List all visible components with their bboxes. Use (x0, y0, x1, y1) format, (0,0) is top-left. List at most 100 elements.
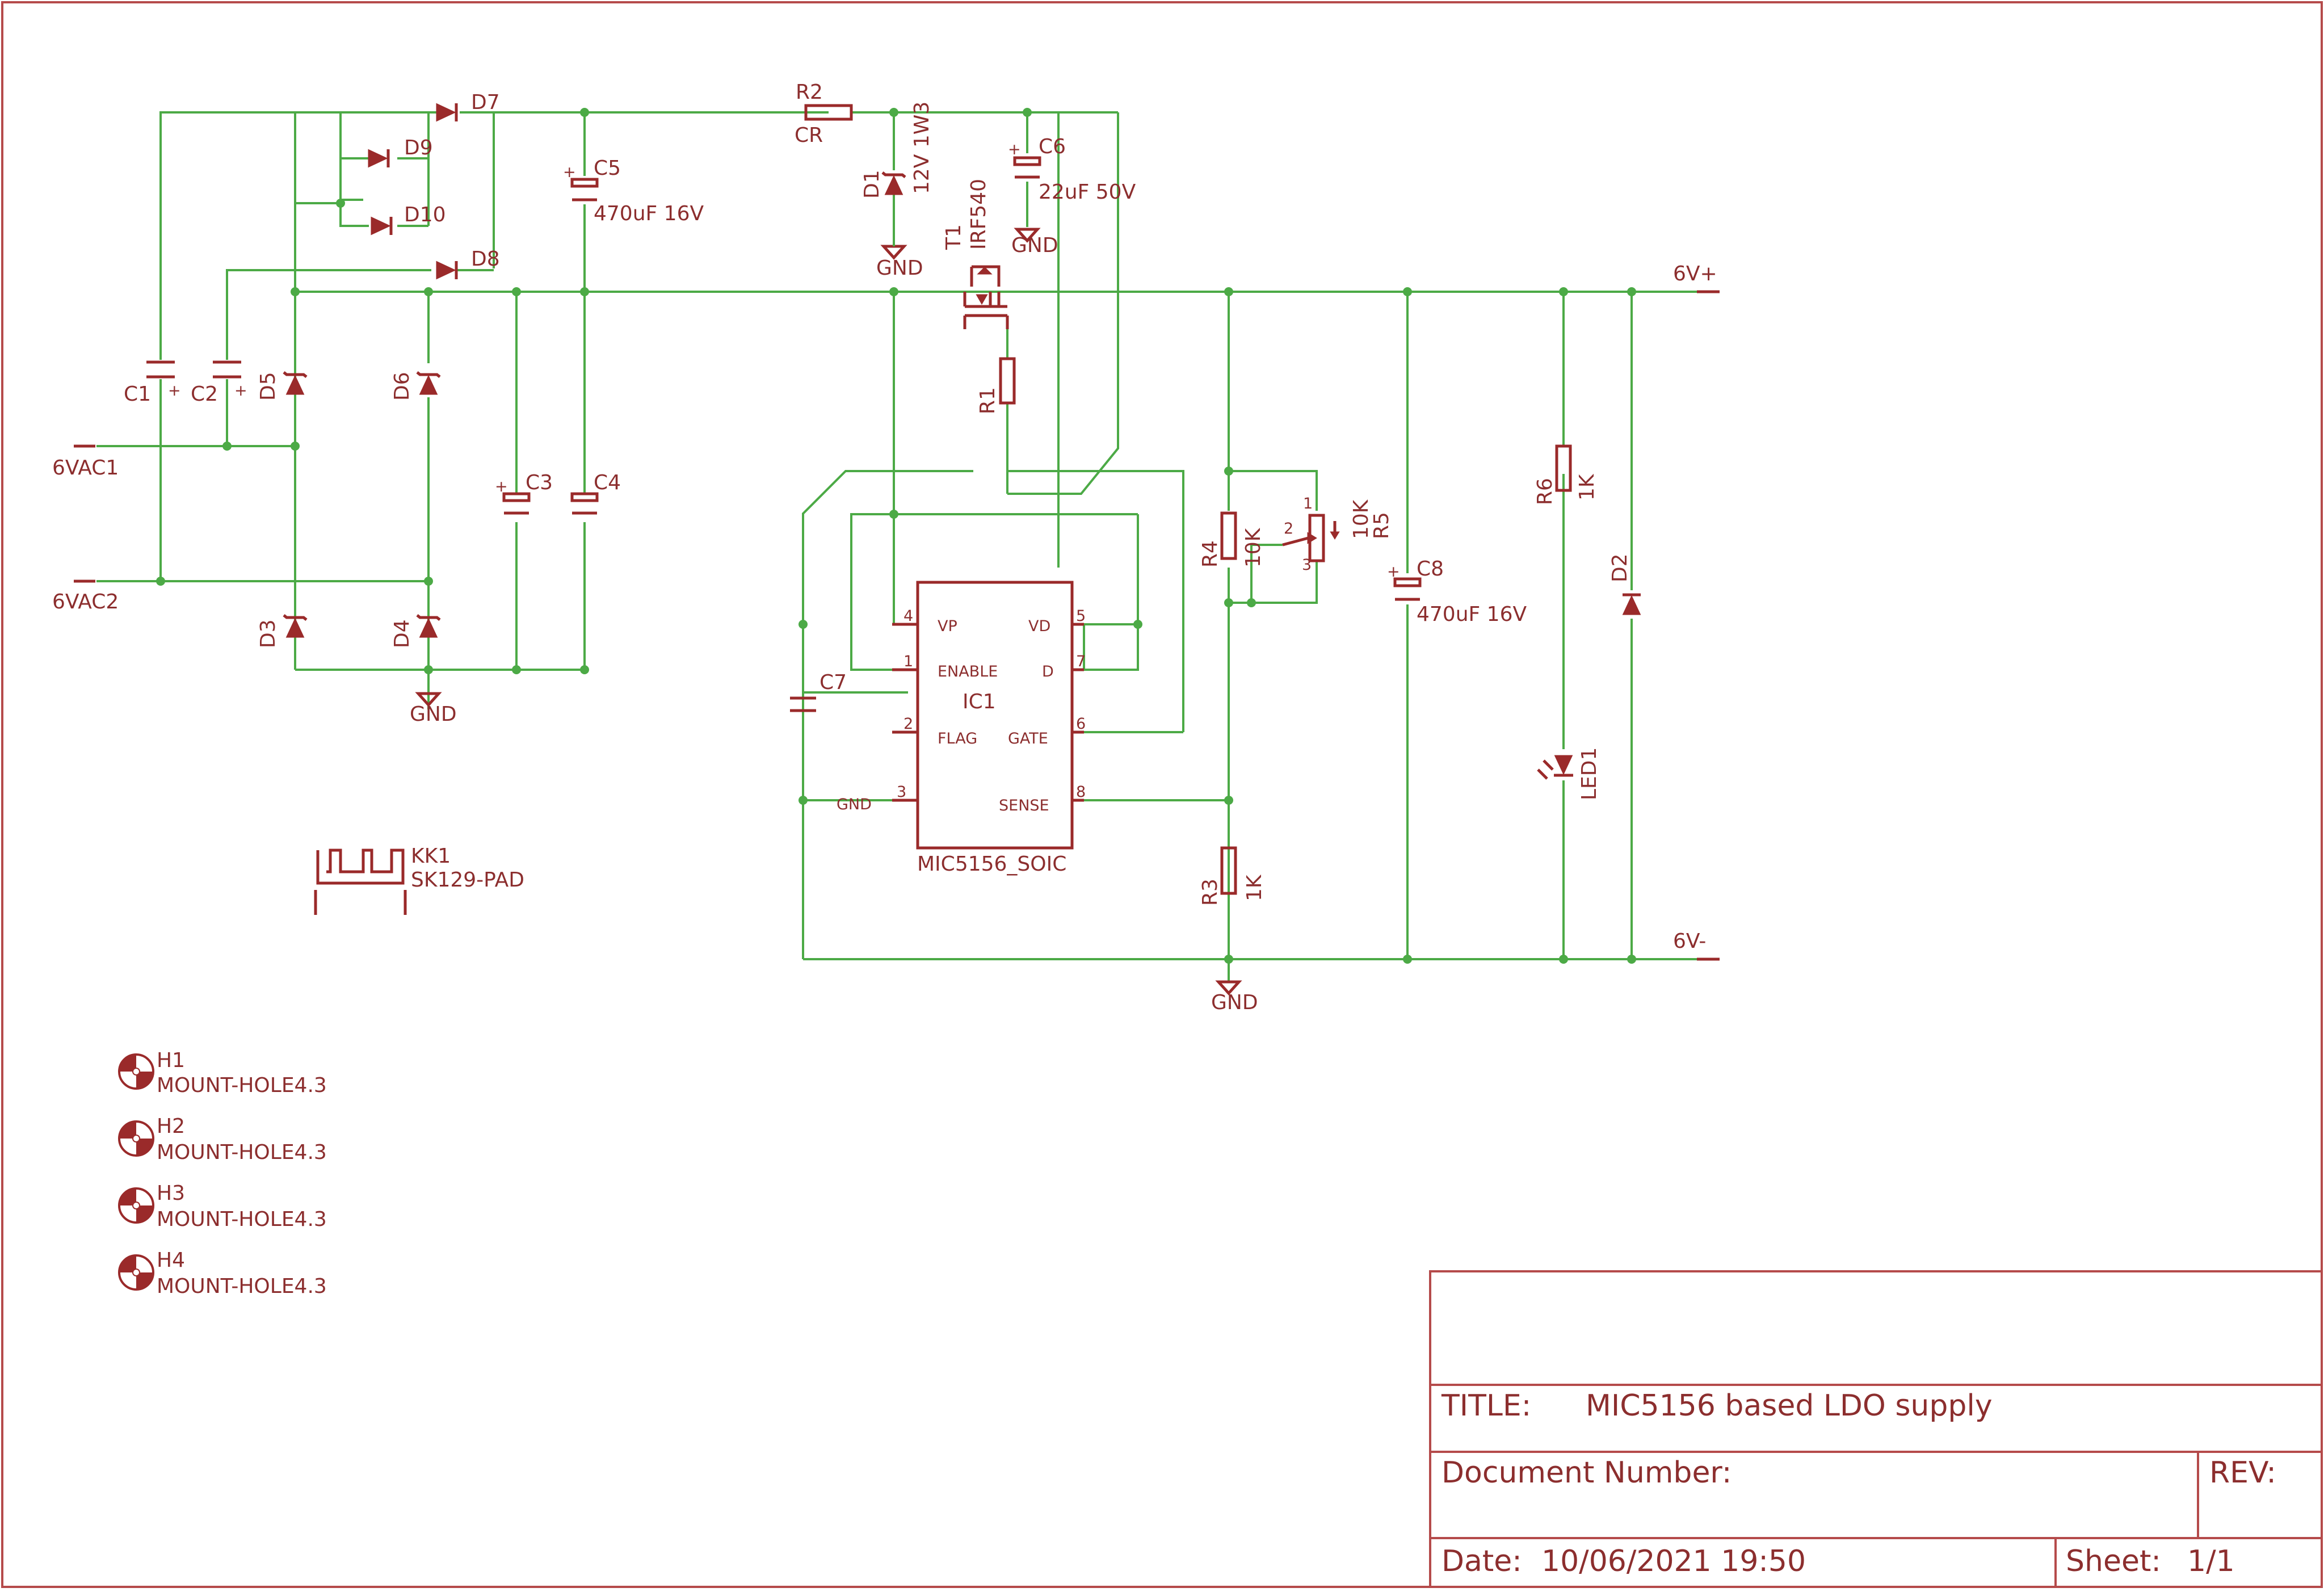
ic-pin-enable: ENABLE (938, 663, 998, 681)
h2-value: MOUNT-HOLE4.3 (157, 1141, 327, 1164)
c3-ref: C3 (526, 471, 553, 494)
diode-d3: D3 (257, 614, 308, 648)
ic-pin-vd: VD (1028, 618, 1050, 635)
gnd-label-d1: GND (876, 257, 923, 280)
d4-ref: D4 (390, 619, 414, 648)
svg-text:+: + (168, 382, 181, 400)
connector-6v-plus: 6V+ (1673, 262, 1720, 293)
resistor-r2: R2 CR (795, 81, 853, 147)
diode-d7: D7 (436, 91, 500, 122)
diode-d1: D1 12V 1W3 GND (860, 102, 934, 280)
junction-dots (156, 108, 1636, 964)
ic1-ref: IC1 (963, 690, 996, 713)
potentiometer-r5: 1 2 3 R5 10K (1282, 495, 1393, 574)
resistor-r3: R3 1K GND (1199, 846, 1266, 1014)
sheet-value: 1/1 (2187, 1544, 2235, 1578)
r5-value: 10K (1350, 499, 1373, 539)
diode-d8: D8 (436, 247, 500, 280)
connector-6v-minus: 6V- (1673, 930, 1720, 961)
r4-ref: R4 (1199, 540, 1222, 568)
connector-6vac1: 6VAC1 (52, 444, 119, 480)
ic-pin-gnd: GND (837, 796, 872, 813)
gnd-symbol-bridge: GND (410, 692, 457, 726)
r2-ref: R2 (796, 81, 823, 104)
pot-pin-2: 2 (1284, 520, 1293, 537)
mount-hole-h2: H2 MOUNT-HOLE4.3 (118, 1115, 327, 1164)
ic-pin-7-num: 7 (1076, 653, 1086, 670)
ic-pin-4-num: 4 (903, 607, 913, 625)
ic-pin-6-num: 6 (1076, 715, 1086, 733)
r3-value: 1K (1243, 874, 1266, 901)
t1-value: IRF540 (967, 179, 990, 250)
d8-ref: D8 (471, 247, 500, 271)
mount-hole-h4: H4 MOUNT-HOLE4.3 (118, 1249, 327, 1298)
date-value: 10/06/2021 19:50 (1541, 1544, 1806, 1578)
mount-hole-h3: H3 MOUNT-HOLE4.3 (118, 1182, 327, 1231)
diode-d9: D9 (341, 136, 433, 168)
svg-text:+: + (234, 382, 247, 400)
pot-pin-1: 1 (1303, 495, 1313, 513)
gnd-label-c6: GND (1011, 234, 1058, 257)
d2-ref: D2 (1608, 553, 1632, 582)
date-label: Date: (1442, 1544, 1522, 1578)
title-label: TITLE: (1441, 1389, 1531, 1423)
diode-d2: D2 (1608, 553, 1641, 615)
pot-pin-3: 3 (1302, 556, 1312, 574)
connector-6vac2: 6VAC2 (52, 579, 119, 614)
r6-value: 1K (1575, 473, 1599, 501)
sheet-label: Sheet: (2066, 1544, 2161, 1578)
d1-ref: D1 (860, 170, 884, 199)
ic-pin-sense: SENSE (999, 797, 1049, 814)
c6-ref: C6 (1039, 135, 1066, 158)
c6-value: 22uF 50V (1039, 180, 1136, 204)
r3-ref: R3 (1199, 879, 1222, 906)
capacitor-c3: + C3 (495, 471, 553, 515)
document-number-label: Document Number: (1442, 1456, 1732, 1490)
capacitor-c8: + C8 470uF 16V (1387, 557, 1527, 626)
diode-d6: D6 (390, 371, 441, 401)
connector-6vac2-label: 6VAC2 (52, 590, 119, 614)
svg-text:+: + (1008, 141, 1021, 158)
connector-6vac1-label: 6VAC1 (52, 456, 119, 480)
ic-pin-d: D (1042, 663, 1054, 681)
h4-value: MOUNT-HOLE4.3 (157, 1275, 327, 1298)
r2-value: CR (795, 124, 823, 147)
d7-ref: D7 (471, 91, 500, 114)
h2-ref: H2 (157, 1115, 185, 1138)
d3-ref: D3 (257, 619, 280, 648)
r5-ref: R5 (1370, 512, 1393, 539)
c7-ref: C7 (820, 671, 847, 694)
svg-text:+: + (1387, 563, 1400, 581)
resistor-r1: R1 (976, 357, 1016, 414)
title-text: MIC5156 based LDO supply (1586, 1389, 1993, 1423)
capacitor-c4: C4 (570, 471, 621, 515)
capacitor-c5: + C5 470uF 16V (563, 157, 704, 225)
ic-pin-vp: VP (938, 618, 957, 635)
ic-pin-8-num: 8 (1076, 783, 1086, 801)
ic-pin-gate: GATE (1008, 730, 1048, 747)
gnd-label-r3: GND (1211, 991, 1258, 1014)
kk1-ref: KK1 (411, 845, 451, 868)
led1-ref: LED1 (1578, 747, 1601, 800)
h1-ref: H1 (157, 1049, 185, 1072)
title-block: TITLE: MIC5156 based LDO supply Document… (1429, 1270, 2323, 1588)
d1-value: 12V 1W3 (910, 102, 934, 194)
capacitor-c2: + C2 (191, 294, 247, 406)
led-led1: LED1 (1537, 747, 1601, 800)
ic1-value: MIC5156_SOIC (917, 852, 1066, 876)
ic-pin-5-num: 5 (1076, 607, 1086, 625)
mount-hole-h1: H1 MOUNT-HOLE4.3 (118, 1049, 327, 1097)
capacitor-c1: + C1 (124, 294, 181, 406)
ic-pin-flag: FLAG (938, 730, 977, 747)
capacitor-c6: + C6 22uF 50V GND (1008, 135, 1136, 257)
ic-pin-2-num: 2 (903, 715, 913, 733)
c5-ref: C5 (594, 157, 621, 180)
ic-mic5156: 4 1 2 3 5 7 6 8 VP ENABLE FLAG GND VD D … (837, 581, 1086, 876)
h1-value: MOUNT-HOLE4.3 (157, 1074, 327, 1097)
svg-text:+: + (563, 163, 576, 181)
kk1-value: SK129-PAD (411, 868, 524, 892)
h3-value: MOUNT-HOLE4.3 (157, 1208, 327, 1231)
